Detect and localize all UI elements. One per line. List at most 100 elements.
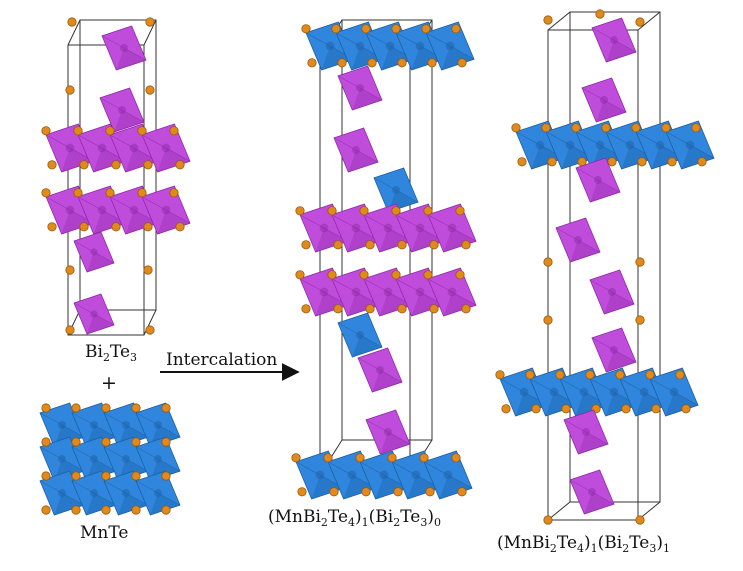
octahedron-shade — [531, 145, 564, 169]
te-atom — [131, 437, 141, 447]
octahedron-shade — [347, 228, 380, 252]
octahedron-shade — [379, 228, 412, 252]
te-atom — [41, 437, 51, 447]
metal-atom — [122, 489, 130, 497]
te-atom — [79, 222, 89, 232]
te-atom — [365, 240, 375, 250]
te-atom — [101, 437, 111, 447]
te-atom — [169, 188, 179, 198]
octahedron-shade — [93, 210, 126, 234]
mnbi4te7-structure — [495, 9, 715, 525]
metal-atom — [415, 287, 425, 297]
te-atom — [635, 17, 645, 27]
te-atom — [631, 123, 641, 133]
metal-atom — [392, 186, 400, 194]
te-atom — [615, 370, 625, 380]
octahedron-shade — [578, 432, 608, 454]
metal-atom — [129, 205, 139, 215]
metal-atom — [351, 287, 361, 297]
metal-atom — [669, 387, 679, 397]
metal-atom — [154, 421, 162, 429]
octahedron-shade — [61, 148, 94, 172]
te-atom — [295, 206, 305, 216]
metal-atom — [319, 223, 329, 233]
metal-atom — [519, 387, 529, 397]
octahedron-shade — [372, 370, 402, 392]
te-atom — [47, 160, 57, 170]
metal-atom — [315, 470, 325, 480]
metal-atom — [97, 205, 107, 215]
te-atom — [367, 58, 377, 68]
te-atom — [73, 126, 83, 136]
octahedron-shade — [561, 145, 594, 169]
te-atom — [131, 505, 141, 515]
te-atom — [393, 487, 403, 497]
te-atom — [457, 487, 467, 497]
te-atom — [359, 270, 369, 280]
te-atom — [651, 404, 661, 414]
te-atom — [635, 315, 645, 325]
te-atom — [41, 505, 51, 515]
te-atom — [307, 58, 317, 68]
te-atom — [451, 453, 461, 463]
te-atom — [681, 404, 691, 414]
octahedron-shade — [352, 335, 382, 357]
te-atom — [391, 206, 401, 216]
te-atom — [111, 222, 121, 232]
metal-atom — [58, 489, 66, 497]
label-phase-n0: (MnBi2Te4)1(Bi2Te3)0 — [268, 507, 441, 529]
octahedron-shade — [348, 150, 378, 172]
te-atom — [297, 487, 307, 497]
te-atom — [601, 123, 611, 133]
metal-atom — [582, 428, 590, 436]
metal-atom — [351, 223, 361, 233]
te-atom — [427, 58, 437, 68]
octahedron-shade — [150, 493, 180, 515]
octahedron-shade — [315, 228, 348, 252]
te-atom — [637, 157, 647, 167]
unit-cell-edge — [547, 11, 571, 31]
octahedron-shade — [621, 145, 654, 169]
te-atom — [365, 304, 375, 314]
plus-sign: + — [101, 372, 117, 394]
octahedron-shade — [411, 292, 444, 316]
te-atom — [561, 404, 571, 414]
te-atom — [161, 471, 171, 481]
te-atom — [543, 315, 553, 325]
metal-atom — [610, 346, 618, 354]
octahedron-shade — [545, 392, 578, 416]
te-atom — [355, 453, 365, 463]
metal-atom — [154, 489, 162, 497]
te-atom — [161, 437, 171, 447]
octahedron-shade — [651, 145, 684, 169]
metal-atom — [639, 387, 649, 397]
te-atom — [145, 17, 155, 27]
te-atom — [501, 404, 511, 414]
te-atom — [419, 453, 429, 463]
octahedron-shade — [443, 228, 476, 252]
te-atom — [295, 270, 305, 280]
octahedron-shade — [407, 475, 440, 499]
metal-atom — [90, 248, 98, 256]
mnte-structure — [39, 402, 181, 516]
unit-cell-edge — [637, 11, 661, 31]
te-atom — [361, 487, 371, 497]
metal-atom — [161, 143, 171, 153]
metal-atom — [118, 106, 126, 114]
octahedron-shade — [380, 432, 410, 454]
metal-atom — [447, 223, 457, 233]
te-atom — [41, 403, 51, 413]
te-atom — [101, 471, 111, 481]
mnbi2te4-structure — [291, 19, 477, 500]
te-atom — [429, 240, 439, 250]
octahedron-shade — [584, 492, 614, 514]
te-atom — [661, 123, 671, 133]
te-atom — [145, 325, 155, 335]
te-atom — [495, 370, 505, 380]
metal-atom — [600, 96, 608, 104]
te-atom — [667, 157, 677, 167]
octahedron-shade — [118, 493, 148, 515]
octahedron-shade — [321, 46, 354, 70]
te-atom — [323, 453, 333, 463]
